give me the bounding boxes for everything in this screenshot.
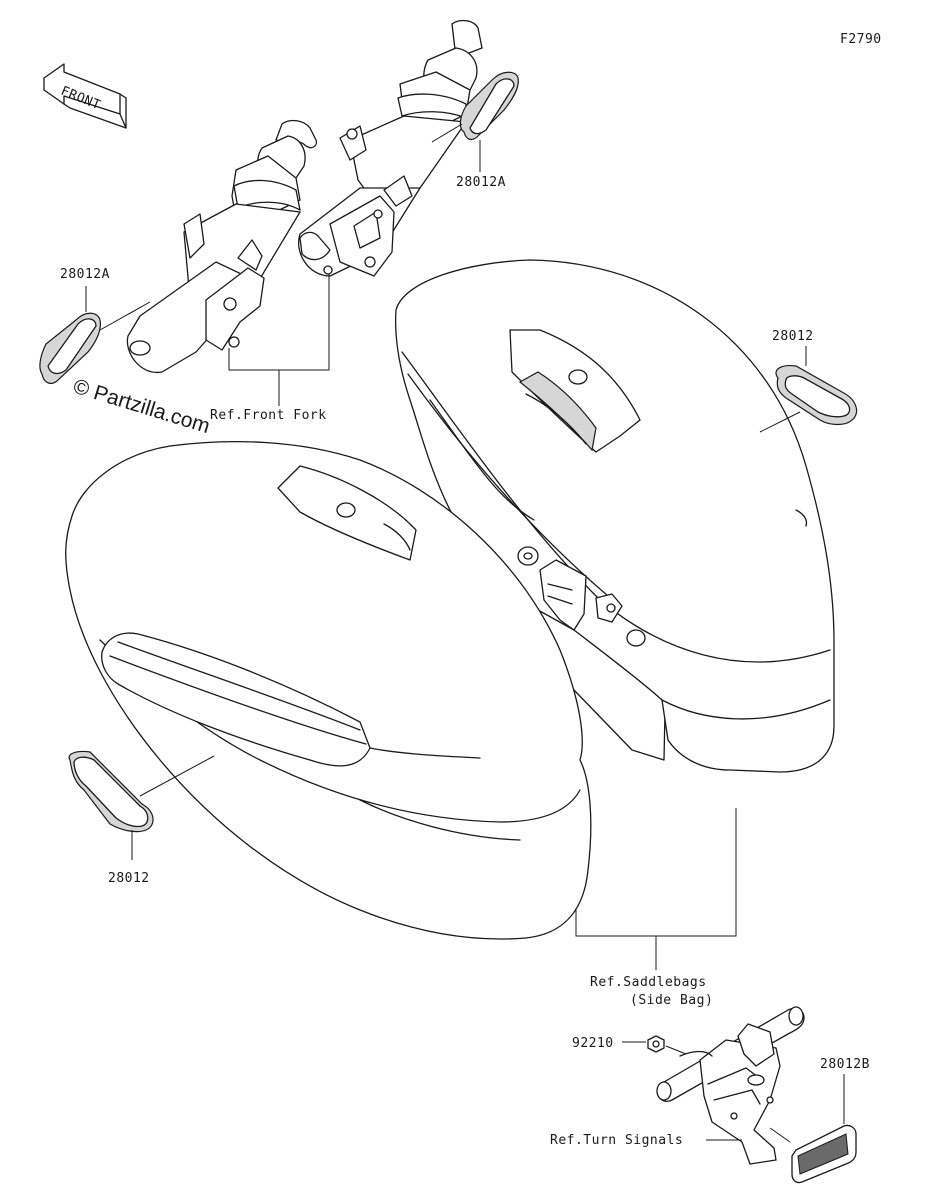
saddlebags-leader (575, 808, 737, 937)
ref-front-fork-label: Ref.Front Fork (210, 408, 327, 423)
watermark: © Partzilla.com (71, 375, 213, 438)
decal-28012-right-label: 28012 (772, 329, 814, 344)
ref-saddlebags-label-line2: (Side Bag) (630, 993, 713, 1008)
decal-28012-right (775, 365, 858, 426)
decal-28012A-left (39, 312, 101, 384)
figure-code: F2790 (840, 32, 882, 47)
saddlebag-left (65, 440, 592, 940)
decal-28012-left-label: 28012 (108, 871, 150, 886)
front-fork-right (298, 19, 483, 277)
front-arrow-icon: FRONT (43, 63, 127, 129)
reflector-28012B (791, 1124, 857, 1184)
nut-92210 (647, 1035, 665, 1053)
ref-turn-signals-label: Ref.Turn Signals (550, 1133, 683, 1148)
decal-28012A-left-label: 28012A (60, 267, 110, 282)
nut-92210-label: 92210 (572, 1036, 614, 1051)
decal-28012-left (68, 750, 154, 833)
reflector-28012B-label: 28012B (820, 1057, 870, 1072)
saddlebag-right (394, 259, 835, 773)
front-fork-left (126, 119, 318, 373)
turn-signal-bracket (656, 1006, 805, 1165)
decal-28012A-right (459, 71, 519, 141)
decal-28012A-right-label: 28012A (456, 175, 506, 190)
ref-saddlebags-label-line1: Ref.Saddlebags (590, 975, 707, 990)
